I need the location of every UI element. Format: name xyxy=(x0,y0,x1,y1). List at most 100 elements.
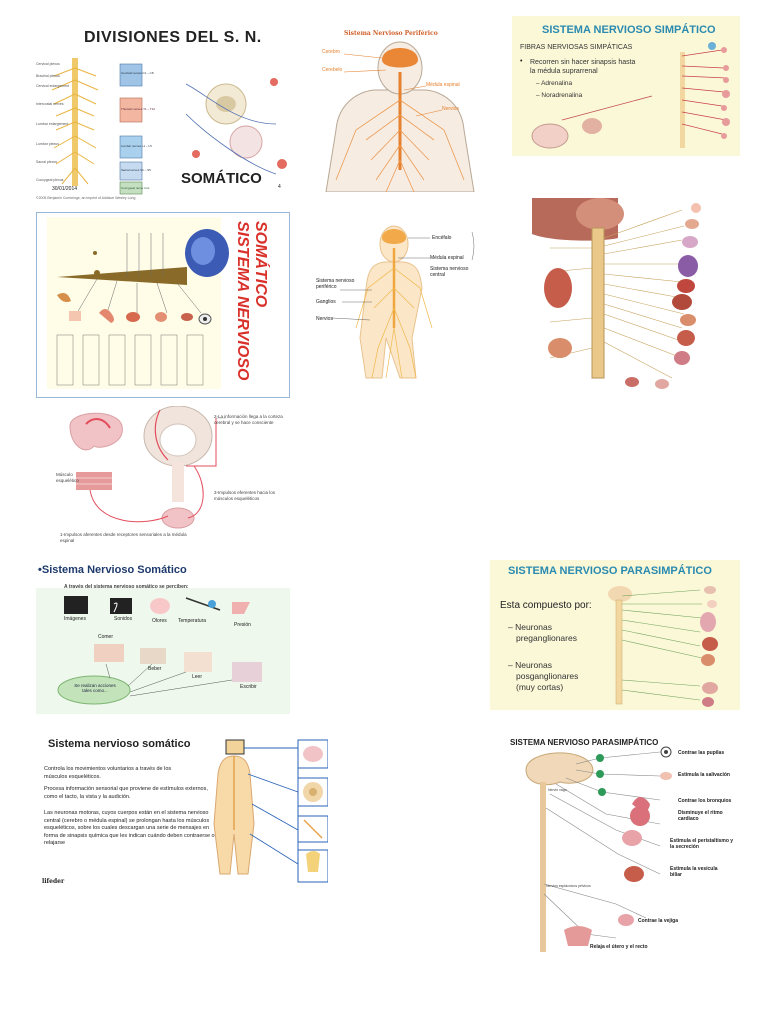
tile1-date: 30/01/2014 xyxy=(52,186,78,192)
tile11-effect-1: Estimula la salivación xyxy=(678,772,730,778)
tile8-center: Se realizan acciones tales como... xyxy=(74,683,116,693)
tile2-label-cerebelo: Cerebelo xyxy=(322,67,343,73)
tile8-item-beber: Beber xyxy=(148,666,162,672)
tile8-item-temperatura: Temperatura xyxy=(178,618,207,624)
tile9-intro: Esta compuesto por: xyxy=(500,600,592,611)
tile2-label-medula: Médula espinal xyxy=(426,82,460,88)
tile1-box-3: Sacral nerves S1 – S5 xyxy=(121,168,151,172)
tile7-label-1: 1-Impulsos aferentes desde receptores se… xyxy=(60,532,187,543)
tile-sn-somatico-vertical: SISTEMA NERVIOSO SOMÁTICO xyxy=(36,212,290,398)
tile11-label-vago: Nervio vago xyxy=(548,788,567,792)
tile8-item-presion: Presión xyxy=(234,622,251,628)
tile3-sub-1-text: Noradrenalina xyxy=(541,92,583,99)
tile11-effect-4: Estimula el peristaltismo y la secreción xyxy=(670,838,734,850)
tile10-title: Sistema nervioso somático xyxy=(48,738,191,750)
tile3-title: SISTEMA NERVIOSO SIMPÁTICO xyxy=(542,24,716,36)
tile11-effect-6: Contrae la vejiga xyxy=(638,918,679,924)
somatic-body-diagram xyxy=(213,739,328,883)
tile9-item2-l2: posganglionares xyxy=(516,671,579,681)
tile1-credit: ©2005 Benjamin Cummings, an imprint of A… xyxy=(36,196,136,200)
tile3-sub-0: – Adrenalina xyxy=(536,80,573,87)
tile8-item-comer: Comer xyxy=(98,634,114,640)
tile1-box-1: Thoracic nerves T1 – T12 xyxy=(121,107,156,111)
tile1-label-1: Brachial plexus xyxy=(36,74,60,78)
tile-parasimpatico-effects: SISTEMA NERVIOSO PARASIMPÁTICO Contrae l… xyxy=(506,734,738,958)
tile11-effect-7: Relaja el útero y el recto xyxy=(590,944,648,950)
tile-parasimpatico-cream: SISTEMA NERVIOSO PARASIMPÁTICO Esta comp… xyxy=(490,560,740,710)
parasympathetic-effects-diagram xyxy=(525,746,672,952)
senses-icons xyxy=(57,596,262,705)
tile2-title: Sistema Nervioso Periférico xyxy=(344,30,438,37)
tile-somatico-percepcion: •Sistema Nervioso Somático A través del … xyxy=(36,560,290,714)
tile5-label-encefalo: Encéfalo xyxy=(432,235,452,241)
tile5-label-ganglios: Ganglios xyxy=(316,299,336,305)
tile11-effect-5: Estimula la vesícula biliar xyxy=(670,866,718,878)
tile1-label-3: Intercostal nerves xyxy=(36,102,64,106)
tile2-label-cerebro: Cerebro xyxy=(322,49,341,55)
tile7-label-2: 2-La información llega a la corteza cere… xyxy=(214,414,283,425)
tile5-label-medula: Médula espinal xyxy=(430,255,464,261)
tile3-heading: FIBRAS NERVIOSAS SIMPÁTICAS xyxy=(520,44,633,51)
tile7-label-musculo: Músculo esquelético xyxy=(56,472,79,483)
tile5-label-snp: Sistema nervioso periférico xyxy=(316,278,355,290)
tile9-item2-l3: (muy cortas) xyxy=(516,682,564,692)
tile10-p2: Procesa información sensorial que provie… xyxy=(44,786,208,800)
tile10-p3: Las neuronas motoras, cuyos cuerpos está… xyxy=(44,810,215,846)
tile3-bullet: Recorren sin hacer sinapsis hasta la méd… xyxy=(530,59,636,75)
tile1-label-2: Cervical enlargement xyxy=(36,84,70,88)
tile7-label-3: 3-Impulsos eferentes hacia los músculos … xyxy=(214,490,276,501)
spinal-nerves-diagram xyxy=(51,58,287,195)
tile8-item-escribir: Escribir xyxy=(240,684,257,690)
tile11-effect-2: Contrae los bronquios xyxy=(678,798,732,804)
tile3-sub-1: – Noradrenalina xyxy=(536,92,583,99)
footer-bar xyxy=(0,1012,768,1024)
tile11-label-pelvicos: Nervios esplácnicos pélvicos xyxy=(546,884,591,888)
tile1-subtitle: SOMÁTICO xyxy=(181,170,262,187)
tile1-label-5: Lumbar plexus xyxy=(36,142,59,146)
tile-snc-snp-body: Encéfalo Médula espinal Sistema nervioso… xyxy=(312,218,490,386)
tile1-box-2: Lumbar nerves L1 – L5 xyxy=(121,144,152,148)
sympathetic-diagram xyxy=(531,42,730,149)
tile1-label-4: Lumbar enlargement xyxy=(36,122,69,126)
tile4-title-line1: SISTEMA NERVIOSO xyxy=(234,221,251,381)
body-cns-pns xyxy=(331,225,475,379)
tile4-title: SISTEMA NERVIOSO SOMÁTICO xyxy=(229,221,289,393)
tile-sn-simpatico: SISTEMA NERVIOSO SIMPÁTICO FIBRAS NERVIO… xyxy=(512,16,740,156)
autonomic-organs-diagram xyxy=(532,198,701,389)
tile9-item1-l2: preganglionares xyxy=(516,633,577,643)
tile1-label-0: Cervical plexus xyxy=(36,62,60,66)
tile3-sub-0-text: Adrenalina xyxy=(541,80,573,87)
tile-divisiones-sn: DIVISIONES DEL S. N. Cervical plexus xyxy=(36,24,300,204)
tile1-label-6: Sacral plexus xyxy=(36,160,58,164)
tile8-item-imagenes: Imágenes xyxy=(64,616,86,622)
tile-autonomic-anatomy xyxy=(532,198,726,394)
tile11-effect-3: Disminuye el ritmo cardiaco xyxy=(678,810,723,822)
somatic-nerve-diagram xyxy=(56,229,229,386)
body-nerves-figure xyxy=(325,41,475,192)
reflex-arc-diagram xyxy=(69,406,226,529)
tile9-title: SISTEMA NERVIOSO PARASIMPÁTICO xyxy=(508,565,712,577)
tile1-box-0: Cervical nerves C1 – C8 xyxy=(121,71,154,75)
tile3-bullet-dot: • xyxy=(520,58,523,65)
tile9-item2-l1: – Neuronas xyxy=(508,660,552,670)
tile8-subtitle: A través del sistema nervioso somático s… xyxy=(64,584,189,590)
tile10-logo: lifeder xyxy=(42,878,65,885)
tile11-effect-0: Contrae las pupilas xyxy=(678,750,725,756)
tile-sn-periferico: Sistema Nervioso Periférico Cerebro Cere… xyxy=(316,20,484,192)
tile2-label-nervios: Nervios xyxy=(442,106,459,112)
tile4-title-line2: SOMÁTICO xyxy=(252,221,269,308)
tile1-title: DIVISIONES DEL S. N. xyxy=(84,29,262,46)
tile-somatico-lifeder: Sistema nervioso somático Controla los m… xyxy=(36,734,328,890)
tile5-label-nervios: Nervios xyxy=(316,316,333,322)
tile8-item-leer: Leer xyxy=(192,674,203,680)
parasympathetic-diagram-small xyxy=(608,586,718,707)
tile10-p1: Controla los movimientos voluntarios a t… xyxy=(44,766,172,780)
tile8-item-sonidos: Sonidos xyxy=(114,616,133,622)
tile8-title: •Sistema Nervioso Somático xyxy=(38,564,187,576)
tile-reflex-arc: 2-La información llega a la corteza cere… xyxy=(56,406,286,552)
tile11-title: SISTEMA NERVIOSO PARASIMPÁTICO xyxy=(510,738,659,747)
tile1-label-7: Coccygeal plexus xyxy=(36,178,64,182)
tile1-page-number: 4 xyxy=(278,184,281,190)
tile9-item1-l1: – Neuronas xyxy=(508,622,552,632)
tile1-box-4: Coccygeal nerve Co1 xyxy=(121,186,150,190)
